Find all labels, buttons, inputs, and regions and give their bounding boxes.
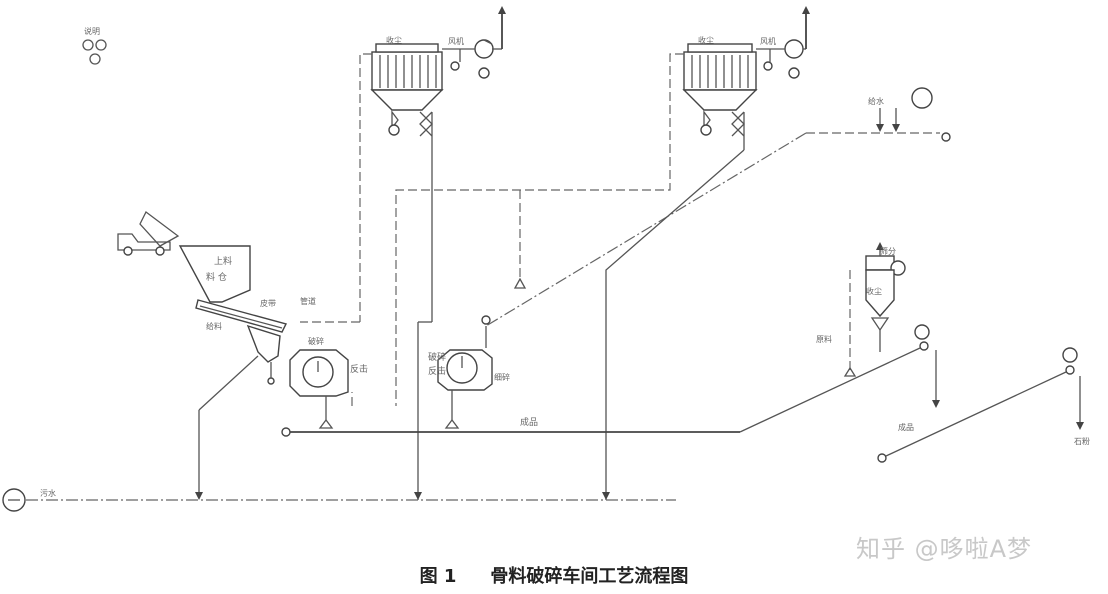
screen-unit: 收尘 筛分 原料 — [816, 242, 1078, 377]
feed-bin: 上料 料 仓 — [178, 245, 251, 303]
crusher-2-side-label: 反击 — [428, 365, 446, 377]
dump-truck — [117, 211, 180, 256]
screen-label: 收尘 — [866, 286, 882, 296]
product-2-label: 成品 — [898, 422, 914, 432]
crusher-1-side-label: 反击 — [350, 363, 368, 375]
transfer-hopper — [195, 324, 281, 500]
crusher-1-label: 破碎 — [308, 336, 324, 346]
caption-title: 骨料破碎车间工艺流程图 — [490, 566, 689, 587]
rotary-valves-2 — [700, 110, 745, 137]
watermark: 知乎 @哆啦A梦 — [856, 535, 1033, 563]
crusher-2-label: 破碎 — [428, 351, 446, 363]
collector-2-label: 收尘 — [698, 35, 714, 45]
crusher-2: 破碎 反击 细碎 — [428, 315, 510, 429]
legend-label: 说明 — [84, 26, 100, 36]
caption-number: 图 1 — [419, 566, 457, 587]
dust-pipes — [300, 53, 940, 406]
dust-inlet-marker — [513, 277, 527, 289]
spill-arrow — [195, 492, 203, 500]
feed-bin-label: 料 仓 — [206, 271, 227, 283]
legend-symbol: 说明 — [82, 26, 107, 65]
drain-label: 污水 — [40, 488, 56, 498]
vibrating-feeder-label: 给料 — [206, 321, 222, 331]
dust-collector-1: 收尘 — [370, 35, 444, 111]
main-pipe-label: 管道 — [300, 296, 316, 306]
screen-side-label: 原料 — [816, 334, 832, 344]
intake-label: 给水 — [868, 96, 884, 106]
feed-bin-top-label: 上料 — [214, 255, 232, 267]
exhaust-arrow-2 — [802, 6, 810, 14]
raw-intake: 给水 — [868, 87, 951, 142]
fan-1-label: 风机 — [448, 36, 464, 46]
figure-caption: 图 1 骨料破碎车间工艺流程图 — [0, 562, 1108, 588]
return-arrow-2 — [602, 492, 610, 500]
rotary-valves-1 — [388, 110, 433, 137]
drain-line: 污水 管道 — [2, 296, 676, 512]
belt-feeder-label: 皮带 — [260, 298, 276, 308]
crusher-2-outlet — [444, 418, 460, 429]
main-lines: 成品 成品 石粉 — [281, 112, 1090, 500]
return-arrow-1 — [414, 492, 422, 500]
drop-arrow-1 — [932, 400, 940, 408]
drop-arrow-2 — [1076, 422, 1084, 430]
crusher-2-name: 细碎 — [494, 372, 510, 382]
vibrating-feeder: 给料 皮带 — [195, 298, 288, 333]
fan-2: 风机 — [756, 6, 810, 79]
screen-vent-arrow — [876, 242, 884, 250]
screen-top-label: 筛分 — [880, 246, 896, 256]
screen-dust-inlet — [843, 366, 857, 377]
dust-collector-2: 收尘 — [682, 35, 758, 111]
fan-2-label: 风机 — [760, 36, 776, 46]
main-conveyor-label: 成品 — [520, 416, 538, 428]
collector-1-label: 收尘 — [386, 35, 402, 45]
crusher-1: 反击 破碎 — [289, 336, 368, 429]
product-3-label: 石粉 — [1074, 436, 1090, 446]
crusher-1-outlet — [318, 418, 334, 429]
fan-1: 风机 — [442, 6, 506, 79]
exhaust-arrow-1 — [498, 6, 506, 14]
